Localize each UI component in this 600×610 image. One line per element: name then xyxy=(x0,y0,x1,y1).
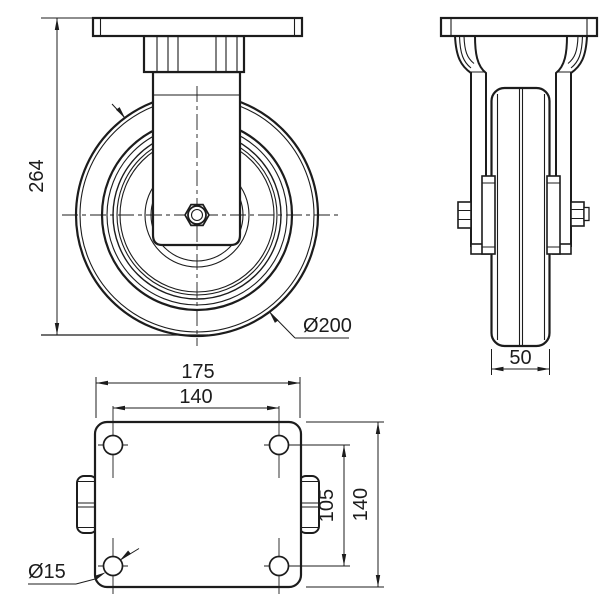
fork-front xyxy=(151,70,242,247)
bolt-hole xyxy=(102,434,124,456)
wheel-side xyxy=(490,86,551,348)
mounting-plate-side xyxy=(439,16,599,38)
bottom-view xyxy=(76,406,320,594)
dim-plate-width-label: 140 xyxy=(350,488,372,521)
bolt-holes xyxy=(98,406,294,594)
dim-plate-length: 175 xyxy=(95,361,301,418)
axle-nut-front xyxy=(184,203,210,227)
mounting-plate-bottom xyxy=(93,420,303,589)
dim-overall-height-label: 264 xyxy=(26,159,48,192)
hub-plates-side xyxy=(481,175,561,255)
bolt-hole xyxy=(268,555,290,577)
axle-bolt-side xyxy=(570,201,590,227)
dim-hole-spacing-length-label: 140 xyxy=(179,386,212,408)
axle-nut-side xyxy=(457,201,472,229)
dim-hole-diameter-label: Ø15 xyxy=(28,561,66,583)
dim-wheel-width: 50 xyxy=(491,347,550,375)
dim-hole-spacing-width: 105 xyxy=(294,444,350,567)
dim-hole-spacing-width-label: 105 xyxy=(316,489,338,522)
dim-wheel-diameter-label: Ø200 xyxy=(303,315,352,337)
dim-hole-diameter: Ø15 xyxy=(28,548,140,585)
dim-plate-length-label: 175 xyxy=(181,361,214,383)
mounting-plate-front xyxy=(91,16,304,38)
bracket-neck-front xyxy=(142,34,246,74)
dim-plate-width: 140 xyxy=(306,421,384,588)
front-view xyxy=(62,16,340,346)
dim-wheel-width-label: 50 xyxy=(509,347,531,369)
bolt-hole xyxy=(268,434,290,456)
dim-hole-spacing-length: 140 xyxy=(113,386,279,411)
side-view xyxy=(439,16,599,348)
bolt-hole xyxy=(102,555,124,577)
dim-wheel-diameter: Ø200 xyxy=(111,103,352,339)
dim-overall-height: 264 xyxy=(26,17,208,336)
